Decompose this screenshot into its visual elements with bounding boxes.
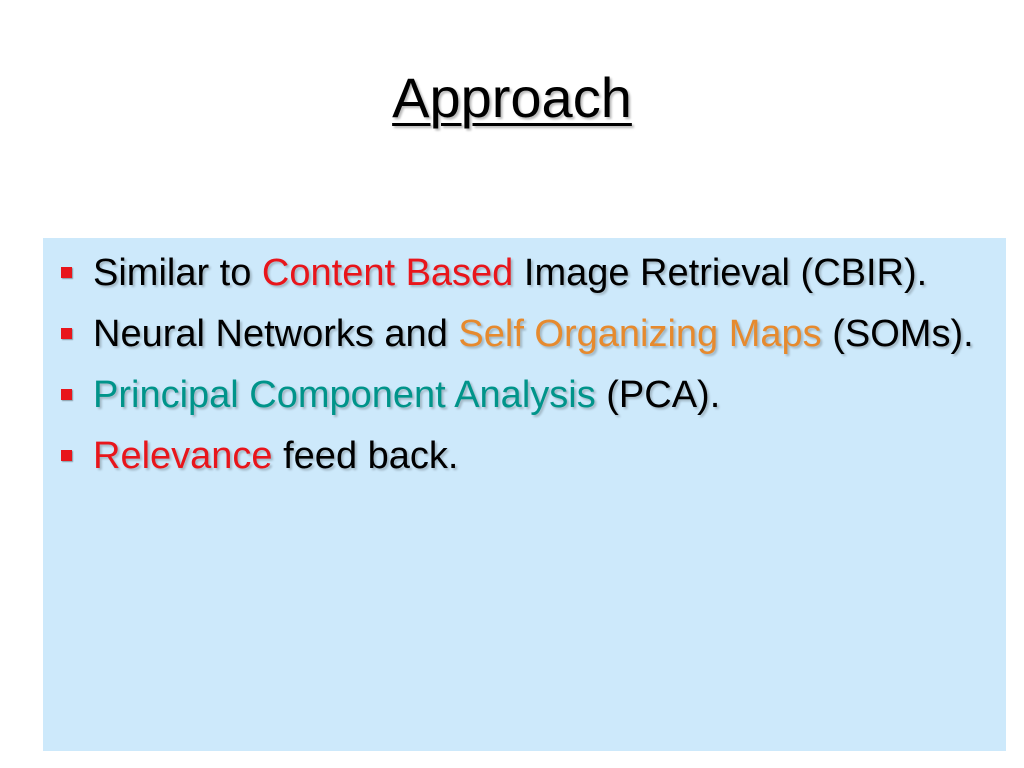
slide-title: Approach	[392, 66, 632, 129]
bullet-text-after: feed back.	[272, 435, 459, 477]
bullet-item-soms: Neural Networks and Self Organizing Maps…	[57, 310, 997, 359]
bullet-item-cbir: Similar to Content Based Image Retrieval…	[57, 249, 997, 298]
bullet-item-relevance: Relevance feed back.	[57, 432, 997, 481]
bullet-text-before: Neural Networks and	[93, 313, 459, 355]
bullet-list: Similar to Content Based Image Retrieval…	[57, 249, 997, 493]
square-bullet-icon	[61, 450, 72, 461]
content-panel: Similar to Content Based Image Retrieval…	[43, 238, 1006, 751]
bullet-item-pca: Principal Component Analysis (PCA).	[57, 371, 997, 420]
bullet-highlight-relevance: Relevance	[93, 435, 273, 477]
square-bullet-icon	[61, 389, 72, 400]
bullet-text-after: (PCA).	[595, 374, 721, 416]
bullet-text-before: Similar to	[93, 252, 262, 294]
bullet-highlight-principal-component-analysis: Principal Component Analysis	[93, 374, 596, 416]
bullet-text-after: Image Retrieval (CBIR).	[513, 252, 928, 294]
bullet-highlight-self-organizing-maps: Self Organizing Maps	[458, 313, 822, 355]
square-bullet-icon	[61, 267, 72, 278]
bullet-highlight-content-based: Content Based	[261, 252, 514, 294]
bullet-text-after: (SOMs).	[821, 313, 974, 355]
square-bullet-icon	[61, 328, 72, 339]
